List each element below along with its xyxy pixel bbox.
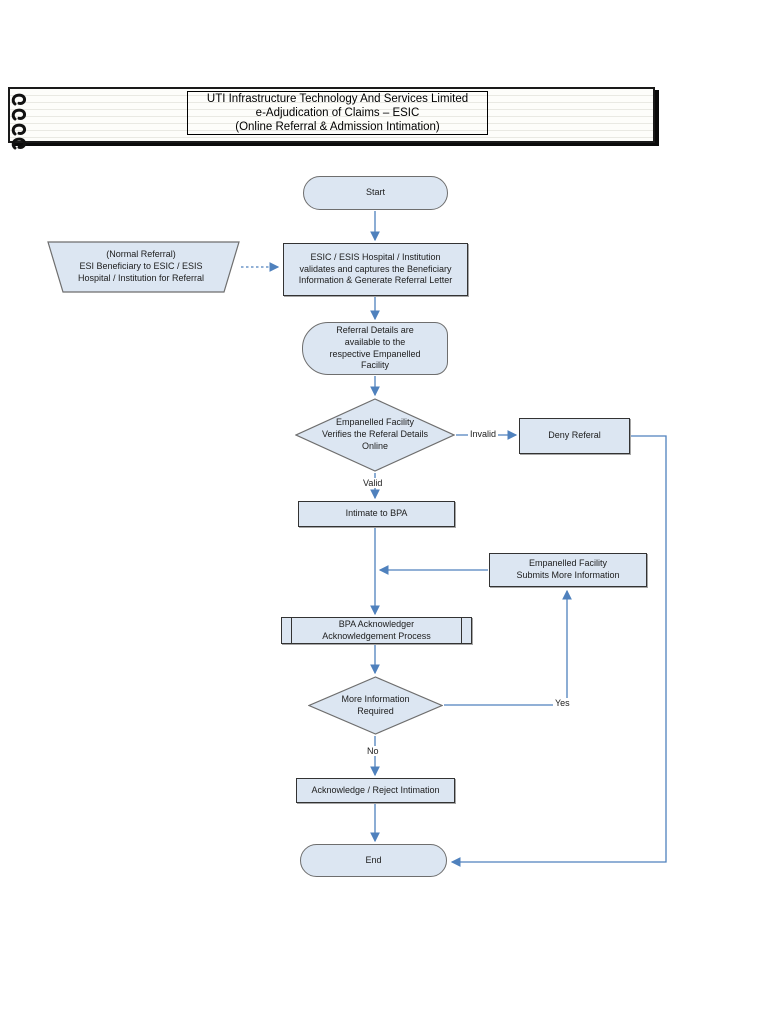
title-line-company: UTI Infrastructure Technology And Servic… — [206, 92, 469, 105]
bpa-acknowledger-label: BPA Acknowledger Acknowledgement Process — [322, 618, 431, 641]
verify-decision-node: Empanelled Facility Verifies the Referal… — [295, 398, 455, 472]
binder-ring-icon — [11, 93, 27, 106]
binder-ring-icon — [11, 123, 27, 136]
more-info-decision-label: More Information Required — [341, 693, 410, 716]
title-line-subject: e-Adjudication of Claims – ESIC — [255, 107, 420, 119]
submit-more-info-node: Empanelled Facility Submits More Informa… — [489, 553, 647, 587]
edge-label-no: No — [365, 746, 381, 756]
binder-ring-icon — [11, 137, 27, 150]
edge-deny-to-end — [450, 435, 667, 867]
end-node: End — [300, 844, 447, 877]
normal-referral-node: (Normal Referral) ESI Beneficiary to ESI… — [42, 241, 240, 293]
predefined-process-bar — [291, 618, 292, 643]
title-line-subtitle: (Online Referral & Admission Intimation) — [235, 121, 440, 134]
bpa-acknowledger-node: BPA Acknowledger Acknowledgement Process — [281, 617, 472, 644]
normal-referral-label: (Normal Referral) ESI Beneficiary to ESI… — [77, 249, 205, 283]
header-banner: UTI Infrastructure Technology And Servic… — [8, 87, 655, 150]
predefined-process-bar — [461, 618, 462, 643]
intimate-bpa-node: Intimate to BPA — [298, 501, 455, 527]
deny-referal-node: Deny Referal — [519, 418, 630, 454]
binder-ring-icon — [11, 108, 27, 121]
edge-moreinfo-yes — [444, 589, 572, 706]
verify-decision-label: Empanelled Facility Verifies the Referal… — [321, 417, 429, 451]
document-title-box: UTI Infrastructure Technology And Servic… — [187, 91, 488, 135]
more-info-decision-node: More Information Required — [308, 676, 443, 735]
acknowledge-reject-node: Acknowledge / Reject Intimation — [296, 778, 455, 803]
start-node: Start — [303, 176, 448, 210]
edge-label-valid: Valid — [361, 478, 385, 488]
referral-details-node: Referral Details are available to the re… — [302, 322, 448, 375]
edge-label-invalid: Invalid — [468, 429, 499, 439]
validate-capture-node: ESIC / ESIS Hospital / Institution valid… — [283, 243, 468, 296]
edge-label-yes: Yes — [553, 698, 572, 708]
